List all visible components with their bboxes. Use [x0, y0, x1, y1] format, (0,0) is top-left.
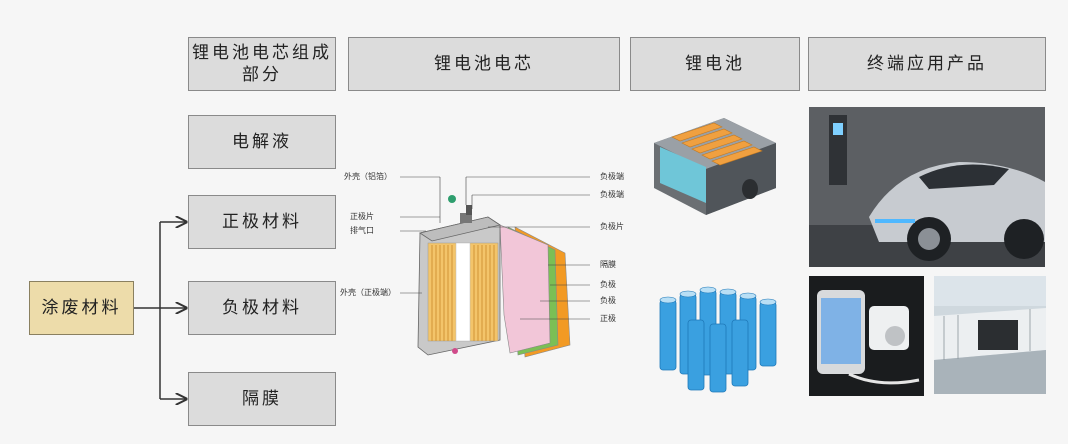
- header-components: 锂电池电芯组成部分: [188, 37, 336, 91]
- cylindrical-cells-image: [640, 280, 800, 395]
- cell-label-negative-terminal-2: 负极端: [600, 190, 624, 199]
- battery-pack-image: [644, 103, 784, 223]
- source-material: 涂废材料: [29, 281, 134, 335]
- cell-label-casing: 外壳（铝箔）: [344, 172, 392, 181]
- cell-diagram: [400, 176, 590, 358]
- header-cell: 锂电池电芯: [348, 37, 620, 91]
- cell-label-cathode-sheet: 正极片: [350, 212, 374, 221]
- header-end-products: 终端应用产品: [808, 37, 1046, 91]
- cell-label-anode-sheet: 负极片: [600, 222, 624, 231]
- cell-label-positive: 正极: [600, 314, 616, 323]
- energy-storage-image: [934, 276, 1046, 394]
- cell-label-positive-casing: 外壳（正极端）: [340, 288, 396, 297]
- component-electrolyte: 电解液: [188, 115, 336, 169]
- component-separator: 隔膜: [188, 372, 336, 426]
- component-anode: 负极材料: [188, 281, 336, 335]
- cell-label-separator: 隔膜: [600, 260, 616, 269]
- cell-label-negative-2: 负极: [600, 296, 616, 305]
- cell-label-negative-1: 负极: [600, 280, 616, 289]
- electric-car-image: [809, 107, 1045, 267]
- cell-label-negative-terminal-1: 负极端: [600, 172, 624, 181]
- component-cathode: 正极材料: [188, 195, 336, 249]
- cell-label-vent: 排气口: [350, 226, 374, 235]
- header-battery: 锂电池: [630, 37, 800, 91]
- phone-charging-image: [809, 276, 924, 396]
